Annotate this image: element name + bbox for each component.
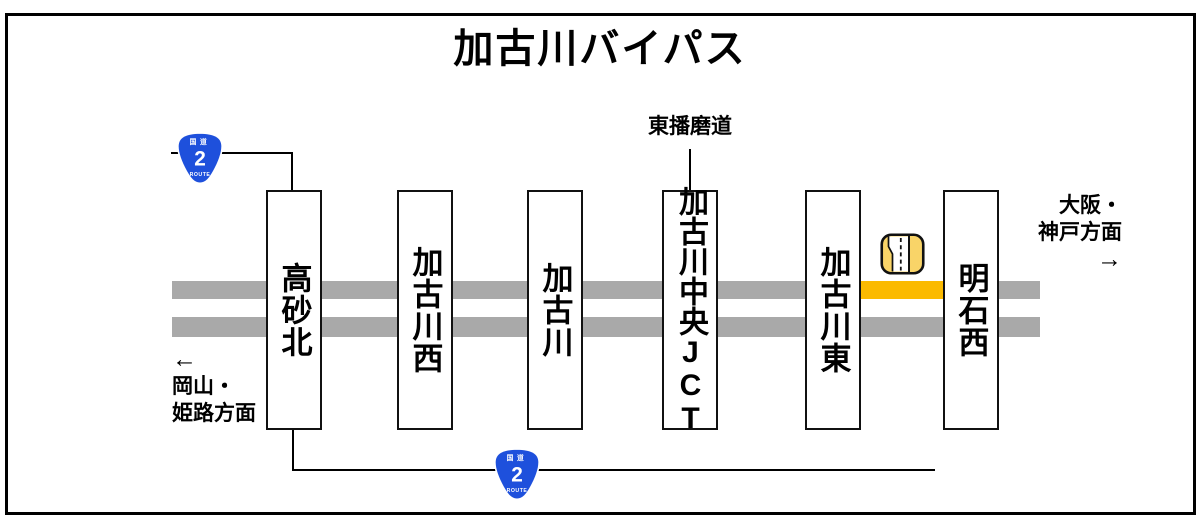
branch-road-label: 東播磨道 [648,115,732,138]
interchange-box-akashi-nishi: 明石西 [943,190,999,430]
direction-west-line2: 姫路方面 [172,402,256,425]
interchange-label: 高砂北 [276,262,312,358]
badge-prefix: 国道 [190,137,211,146]
interchange-label: 加古川東 [815,246,851,374]
direction-west-line1: 岡山・ [172,375,235,398]
highlighted-segment [860,281,944,299]
interchange-box-takasago-kita: 高砂北 [266,190,322,430]
lane-reduction-road-icon [880,233,925,275]
direction-east-line2: 神戸方面 [1038,221,1122,244]
route-2-shield-icon: 国道 2 ROUTE [177,132,223,184]
interchange-label: 加古川 [537,262,573,358]
interchange-box-kakogawa-nishi: 加古川西 [397,190,453,430]
interchange-label: 加古川西 [407,246,443,374]
diagram-border [5,13,1196,515]
route-2-shield-icon: 国道 2 ROUTE [494,448,540,500]
route2-bottom-connector-vertical [292,429,294,471]
route2-bottom-connector-horizontal [292,469,935,471]
interchange-box-kakogawa: 加古川 [527,190,583,430]
badge-suffix: ROUTE [190,172,211,178]
interchange-box-kakogawa-higashi: 加古川東 [805,190,861,430]
badge-number: 2 [511,463,523,486]
direction-label-west: ← 岡山・ 姫路方面 [172,346,256,427]
page-title: 加古川バイパス [453,27,747,71]
left-arrow-icon: ← [172,345,197,373]
badge-prefix: 国道 [507,453,528,462]
direction-east-line1: 大阪・ [1059,194,1122,217]
route2-top-connector-horizontal [171,152,293,154]
interchange-label: 加古川中央JCT [674,185,707,435]
route2-top-connector-vertical [291,152,293,192]
interchange-box-kakogawa-chuo-jct: 加古川中央JCT [662,186,718,435]
right-arrow-icon: → [1097,245,1122,273]
direction-label-east: 大阪・ 神戸方面 → [1010,192,1122,273]
branch-road-connector [689,149,691,192]
badge-number: 2 [194,147,206,170]
interchange-label: 明石西 [953,262,989,358]
badge-suffix: ROUTE [507,488,528,494]
